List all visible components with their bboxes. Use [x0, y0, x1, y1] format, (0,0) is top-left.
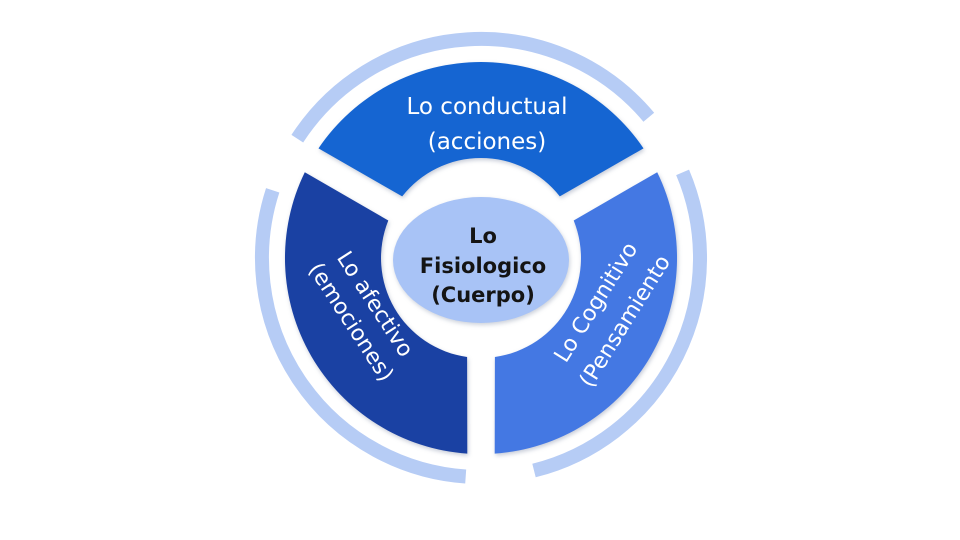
outer-arcs	[254, 31, 708, 484]
outer-arc-right	[532, 169, 708, 478]
outer-arc-left	[254, 188, 467, 484]
outer-arc-top	[291, 31, 655, 143]
segment-conductual-label-line1: Lo conductual	[407, 94, 568, 120]
segment-conductual-label-line2: (acciones)	[428, 129, 547, 155]
segment-cognitivo	[494, 172, 678, 454]
center-ellipse	[393, 197, 569, 323]
segment-conductual	[318, 61, 644, 197]
segment-afectivo	[284, 172, 468, 454]
segments	[284, 61, 678, 454]
center-label-line3: (Cuerpo)	[431, 283, 535, 307]
center-label-line2: Fisiologico	[420, 254, 546, 278]
center-label-line1: Lo	[469, 224, 497, 248]
